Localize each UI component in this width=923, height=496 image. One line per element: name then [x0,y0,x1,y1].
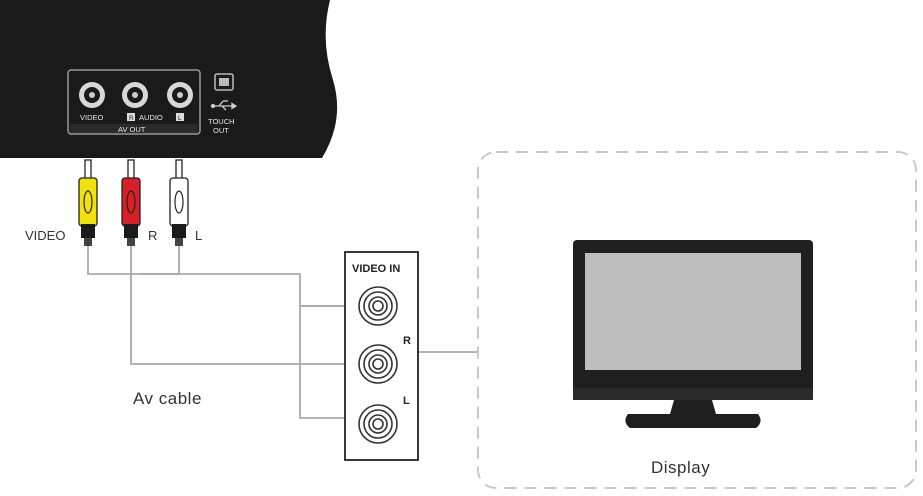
tv-screen [585,253,801,370]
cable-label: Av cable [133,389,202,408]
left-audio-plug [169,159,189,246]
right-channel-mark: R [129,115,134,122]
l-in-jack-label: L [403,395,410,407]
right-channel-mark-box [127,113,135,121]
touch-out-label-line2: OUT [213,126,229,135]
left-plug-label: L [195,228,202,243]
left-channel-mark-box [176,113,184,121]
input-panel: VIDEO IN R L [344,251,419,461]
usb-icon [210,100,238,111]
input-panel-title: VIDEO IN [352,263,400,275]
right-audio-plug [121,159,141,246]
player-device: VIDEO R AUDIO L AV OUT TOUCH OUT [0,0,338,158]
display-label: Display [651,458,710,477]
display-area [477,151,917,489]
video-plug-body [78,177,98,227]
r-in-jack [358,344,398,384]
video-plug [78,159,98,246]
av-out-label-strip [70,124,198,133]
left-plug-body [169,177,189,227]
right-plug-label: R [148,228,157,243]
r-in-jack-label: R [403,335,411,347]
usb-port [214,73,234,91]
tv-icon [573,240,813,428]
rca-plugs: VIDEO R L [25,159,202,246]
video-plug-label: VIDEO [25,228,65,243]
l-in-jack [358,404,398,444]
touch-out-label-line1: TOUCH [208,117,235,126]
audio-jack-label: AUDIO [139,113,163,122]
left-channel-mark: L [178,115,182,122]
video-out-jack [79,82,105,108]
av-cable [87,246,478,419]
video-jack-label: VIDEO [80,113,104,122]
right-plug-body [121,177,141,227]
audio-r-out-jack [122,82,148,108]
video-in-jack [358,286,398,326]
av-out-label: AV OUT [118,125,146,134]
av-out-panel [67,69,201,135]
audio-l-out-jack [167,82,193,108]
